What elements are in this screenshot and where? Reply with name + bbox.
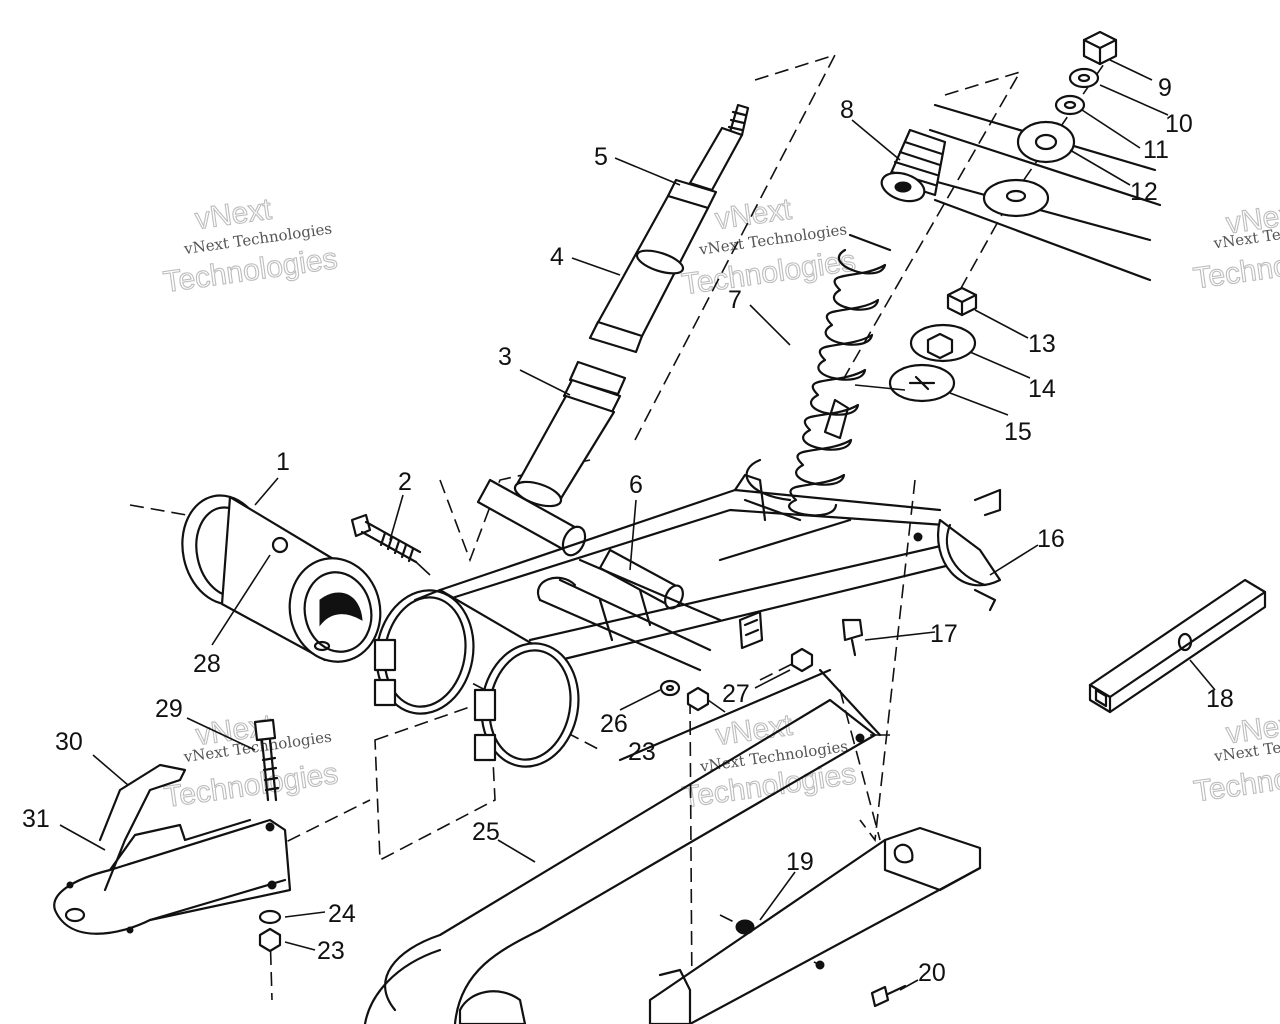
- callout-6: 6: [629, 471, 643, 499]
- callout-23a: 23: [628, 738, 656, 766]
- top-hardware: [982, 30, 1118, 218]
- pivot-bolt: [350, 513, 431, 576]
- callout-17: 17: [930, 620, 958, 648]
- shock-absorber: [513, 103, 750, 508]
- callout-31: 31: [22, 805, 50, 833]
- shock-top-mount: [880, 128, 947, 203]
- callout-2: 2: [398, 468, 412, 496]
- callout-28: 28: [193, 650, 221, 678]
- watermark-1: vNext vNext Technologies Technologies: [161, 192, 340, 300]
- callout-23b: 23: [317, 937, 345, 965]
- small-hardware: [659, 647, 814, 713]
- slide-rail: [363, 668, 890, 1024]
- callout-12: 12: [1130, 178, 1158, 206]
- mount-bolt: [841, 618, 864, 657]
- callout-18: 18: [1206, 685, 1234, 713]
- callout-5: 5: [594, 143, 608, 171]
- watermark-3: vNext vNext Technologies Technologies: [1191, 197, 1280, 297]
- callout-15: 15: [1004, 418, 1032, 446]
- callout-20: 20: [918, 959, 946, 987]
- leader-lines: [59, 59, 1216, 991]
- callout-30: 30: [55, 728, 83, 756]
- callout-10: 10: [1165, 110, 1193, 138]
- lower-hardware: [854, 286, 978, 403]
- rear-rail-bracket: [648, 826, 982, 1024]
- pivot-tube: [181, 494, 382, 663]
- svg-text:Technologies: Technologies: [162, 757, 340, 814]
- callout-29: 29: [155, 695, 183, 723]
- callout-19: 19: [786, 848, 814, 876]
- callout-16: 16: [1037, 525, 1065, 553]
- callout-25: 25: [472, 818, 500, 846]
- callout-7: 7: [728, 286, 742, 314]
- front-clamp-rings: [373, 588, 580, 768]
- callout-24: 24: [328, 900, 356, 928]
- callout-27: 27: [722, 680, 750, 708]
- callout-8: 8: [840, 96, 854, 124]
- callout-11: 11: [1143, 136, 1169, 164]
- watermark-6: vNext vNext Technologies Technologies: [1191, 707, 1280, 810]
- callout-1: 1: [276, 448, 290, 476]
- callout-14: 14: [1028, 375, 1056, 403]
- coil-spring: [743, 233, 892, 522]
- swingarm: [428, 473, 1002, 672]
- callout-26: 26: [600, 710, 628, 738]
- callout-3: 3: [498, 343, 512, 371]
- callout-4: 4: [550, 243, 564, 271]
- callout-numbers: 1 2 3 4 5 6 7 8 9 10 11 12 13 14 15 16 1…: [22, 74, 1234, 987]
- watermark-5: vNext vNext Technologies Technologies: [680, 708, 859, 815]
- spacer-tube: [476, 478, 684, 610]
- front-mount-bracket: [53, 718, 292, 953]
- square-tube: [1088, 578, 1267, 714]
- callout-13: 13: [1028, 330, 1056, 358]
- callout-9: 9: [1158, 74, 1172, 102]
